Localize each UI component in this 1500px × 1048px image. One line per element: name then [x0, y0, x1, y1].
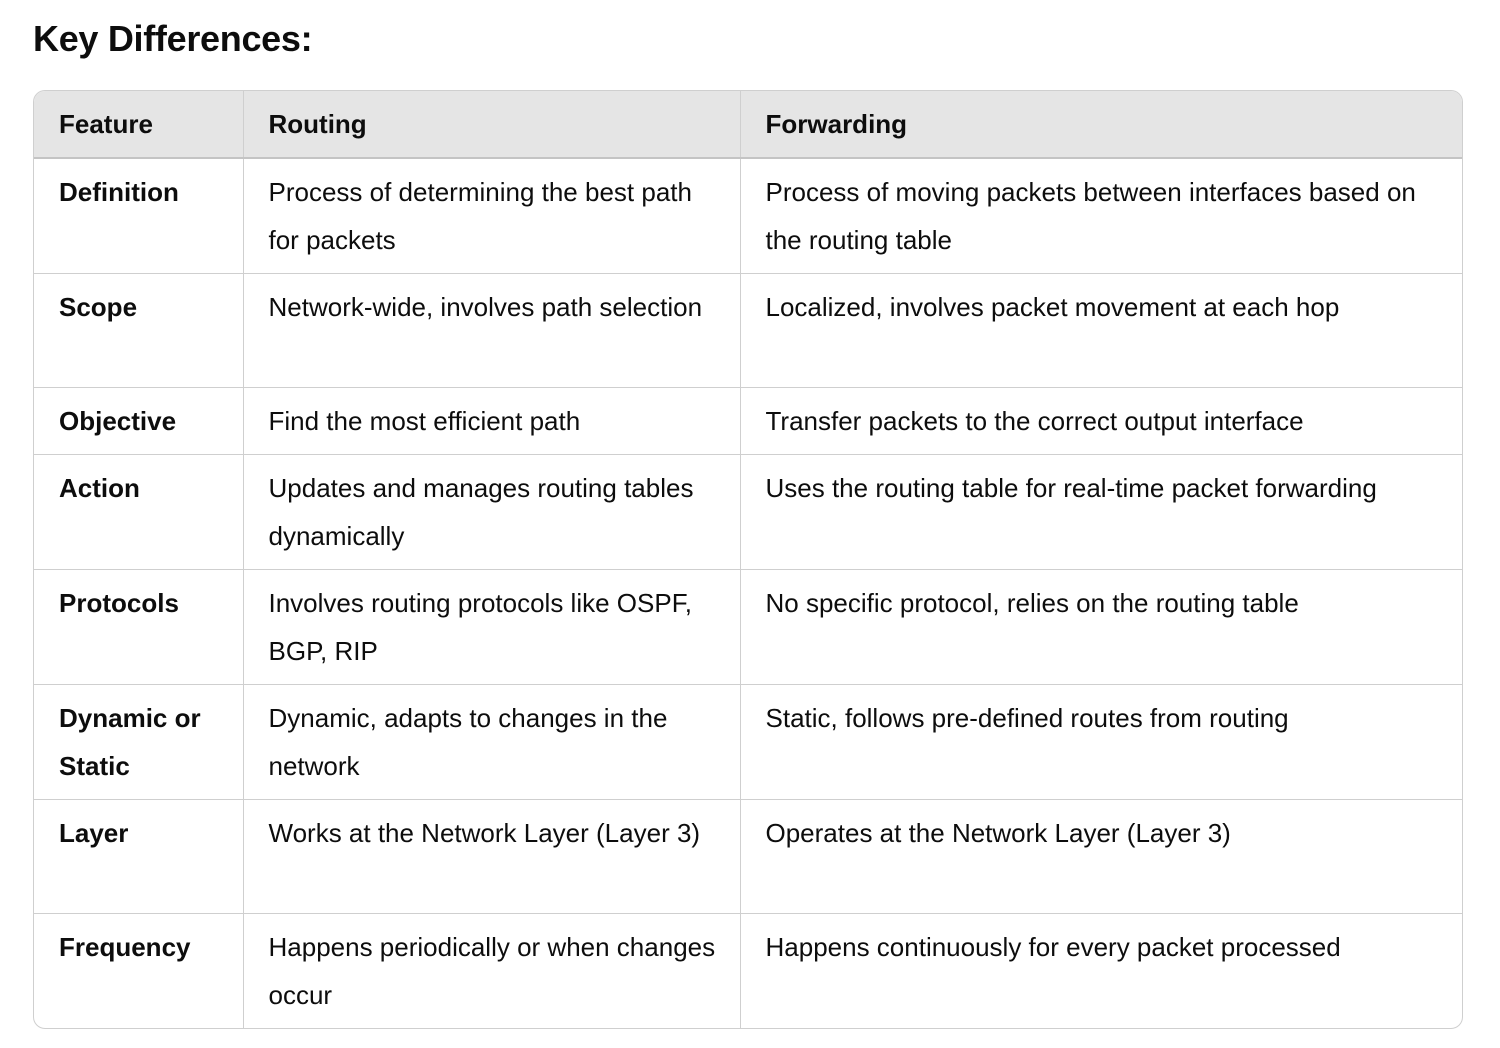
forwarding-cell: Process of moving packets between interf…: [740, 158, 1462, 274]
section-heading: Key Differences:: [33, 18, 313, 59]
routing-cell: Dynamic, adapts to changes in the networ…: [243, 684, 741, 800]
header-forwarding: Forwarding: [740, 91, 1462, 159]
feature-cell: Action: [34, 454, 244, 570]
header-feature: Feature: [34, 91, 244, 159]
feature-cell: Scope: [34, 273, 244, 388]
forwarding-cell: Uses the routing table for real-time pac…: [740, 454, 1462, 570]
table-header-row: Feature Routing Forwarding: [34, 91, 1462, 159]
header-routing: Routing: [243, 91, 741, 159]
forwarding-cell: No specific protocol, relies on the rout…: [740, 569, 1462, 685]
feature-cell: Dynamic or Static: [34, 684, 244, 800]
routing-cell: Involves routing protocols like OSPF, BG…: [243, 569, 741, 685]
forwarding-cell: Transfer packets to the correct output i…: [740, 387, 1462, 455]
routing-cell: Happens periodically or when changes occ…: [243, 913, 741, 1028]
routing-cell: Process of determining the best path for…: [243, 158, 741, 274]
feature-cell: Layer: [34, 799, 244, 914]
routing-cell: Works at the Network Layer (Layer 3): [243, 799, 741, 914]
feature-cell: Protocols: [34, 569, 244, 685]
forwarding-cell: Localized, involves packet movement at e…: [740, 273, 1462, 388]
feature-cell: Frequency: [34, 913, 244, 1028]
feature-cell: Objective: [34, 387, 244, 455]
routing-cell: Find the most efficient path: [243, 387, 741, 455]
routing-cell: Updates and manages routing tables dynam…: [243, 454, 741, 570]
feature-cell: Definition: [34, 158, 244, 274]
routing-cell: Network-wide, involves path selection: [243, 273, 741, 388]
forwarding-cell: Happens continuously for every packet pr…: [765, 932, 1341, 962]
forwarding-cell: Operates at the Network Layer (Layer 3): [740, 799, 1462, 914]
forwarding-cell: Static, follows pre-defined routes from …: [740, 684, 1462, 800]
